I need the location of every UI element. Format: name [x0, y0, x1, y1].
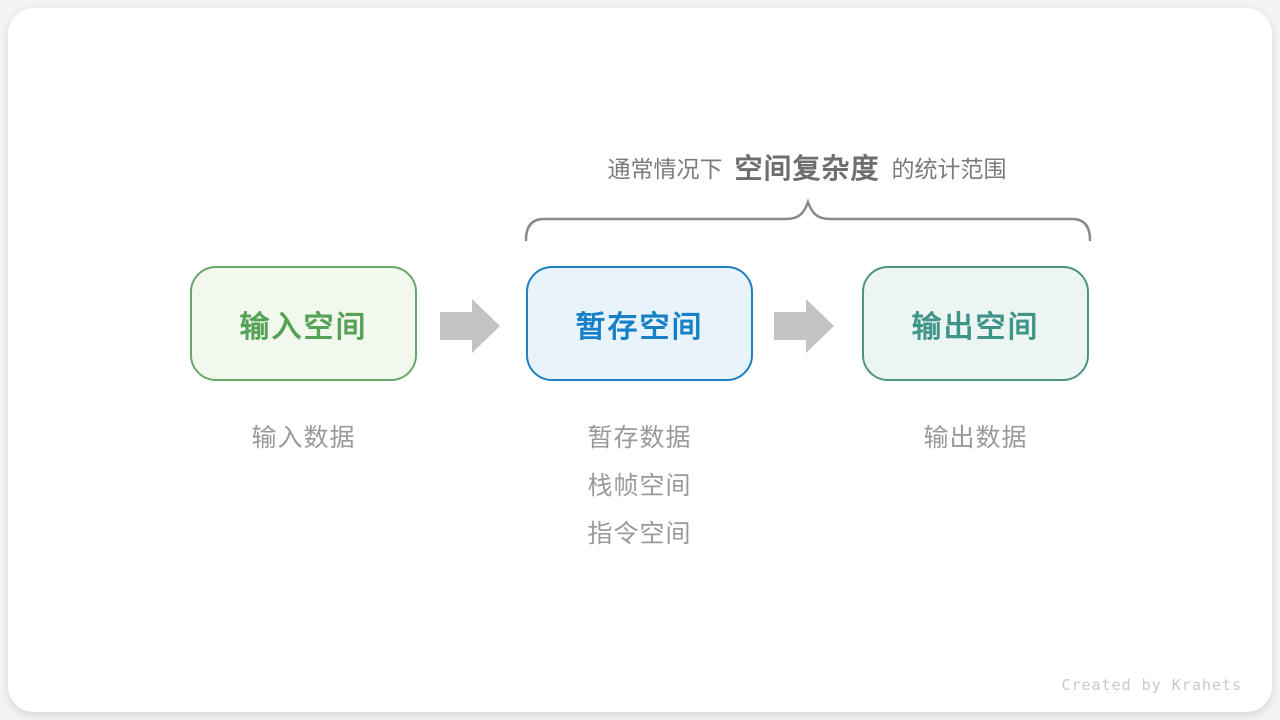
note-line: 指令空间	[587, 520, 692, 548]
temporary-space-box: 暂存空间	[526, 266, 753, 381]
scope-caption: 通常情况下 空间复杂度 的统计范围	[520, 148, 1094, 186]
input-space-label: 输入空间	[239, 310, 368, 344]
output-space-notes: 输出数据	[862, 414, 1089, 462]
input-space-notes: 输入数据	[190, 414, 417, 462]
scope-caption-suffix: 的统计范围	[891, 156, 1007, 182]
output-space-box: 输出空间	[862, 266, 1089, 381]
scope-caption-prefix: 通常情况下	[607, 156, 723, 182]
temporary-space-label: 暂存空间	[575, 310, 704, 344]
note-line: 暂存数据	[587, 424, 692, 452]
brace-path	[524, 198, 1092, 242]
credit-text: Created by Krahets	[1061, 676, 1242, 694]
arrow-right-shape	[774, 299, 834, 353]
arrow-right-icon	[774, 299, 834, 353]
note-line: 输出数据	[923, 424, 1028, 452]
note-line: 栈帧空间	[587, 472, 692, 500]
output-space-label: 输出空间	[911, 310, 1040, 344]
brace-icon	[524, 198, 1092, 242]
note-line: 输入数据	[251, 424, 356, 452]
input-space-box: 输入空间	[190, 266, 417, 381]
arrow-right-icon	[440, 299, 500, 353]
arrow-right-shape	[440, 299, 500, 353]
temporary-space-notes: 暂存数据 栈帧空间 指令空间	[526, 414, 753, 558]
scope-caption-highlight: 空间复杂度	[734, 153, 880, 184]
